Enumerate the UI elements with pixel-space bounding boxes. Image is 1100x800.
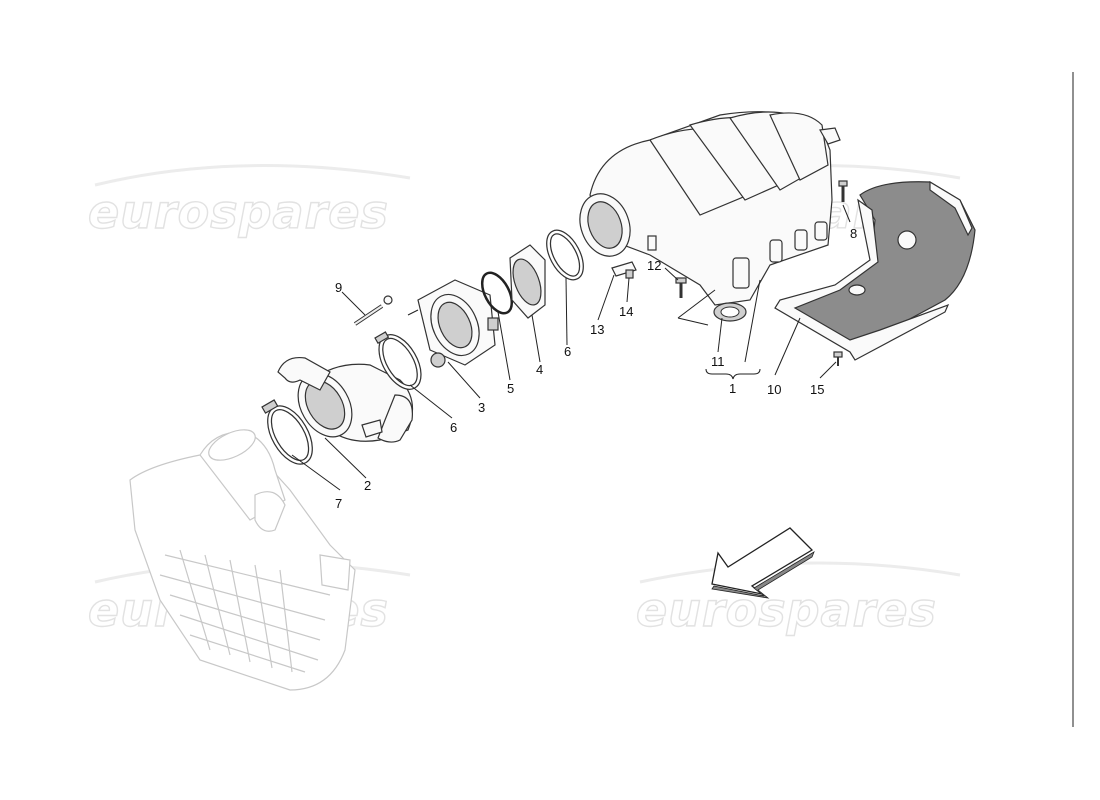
part-15-fastener [833,351,843,366]
part-4-adapter-flange [509,244,546,319]
part-5-o-ring [480,271,514,315]
svg-text:eurospares: eurospares [88,185,389,239]
part-6-clamp-upper [546,229,584,281]
svg-text:eurospares: eurospares [636,583,937,637]
callout-6-upper: 6 [564,344,571,359]
watermark-bottom-right: eurospares [635,561,961,638]
part-10-engine-cover [774,180,976,361]
callout-15: 15 [810,382,824,397]
part-3-throttle-body [407,279,499,368]
leader-lines [291,204,851,491]
callout-3: 3 [478,400,485,415]
callout-5: 5 [507,381,514,396]
callout-labels: 9 7 2 3 6 5 4 6 13 14 12 11 1 10 15 8 [335,226,857,511]
callout-12: 12 [647,258,661,273]
callout-13: 13 [590,322,604,337]
part-9-bolt [353,295,393,326]
callout-10: 10 [767,382,781,397]
part-13-bracket [611,261,637,277]
part-2-intake-duct [277,356,414,443]
callout-9: 9 [335,280,342,295]
part-12-screw [675,277,687,298]
part-6-clamp-lower [374,331,422,390]
part-8-bolt [838,180,848,202]
watermark-top-left: eurospares [87,164,411,240]
part-7-hose-clamp [261,399,313,465]
callout-14: 14 [619,304,633,319]
callout-4: 4 [536,362,543,377]
callout-11: 11 [711,354,725,369]
part-11-gasket [713,302,747,322]
callout-8: 8 [850,226,857,241]
part-1-intake-manifold [579,111,841,306]
callout-7: 7 [335,496,342,511]
air-filter-box-ghost [129,429,356,691]
callout-6-lower: 6 [450,420,457,435]
front-direction-arrow-icon [711,527,815,599]
callout-2: 2 [364,478,371,493]
callout-1: 1 [729,381,736,396]
part-14-nut [625,269,634,279]
